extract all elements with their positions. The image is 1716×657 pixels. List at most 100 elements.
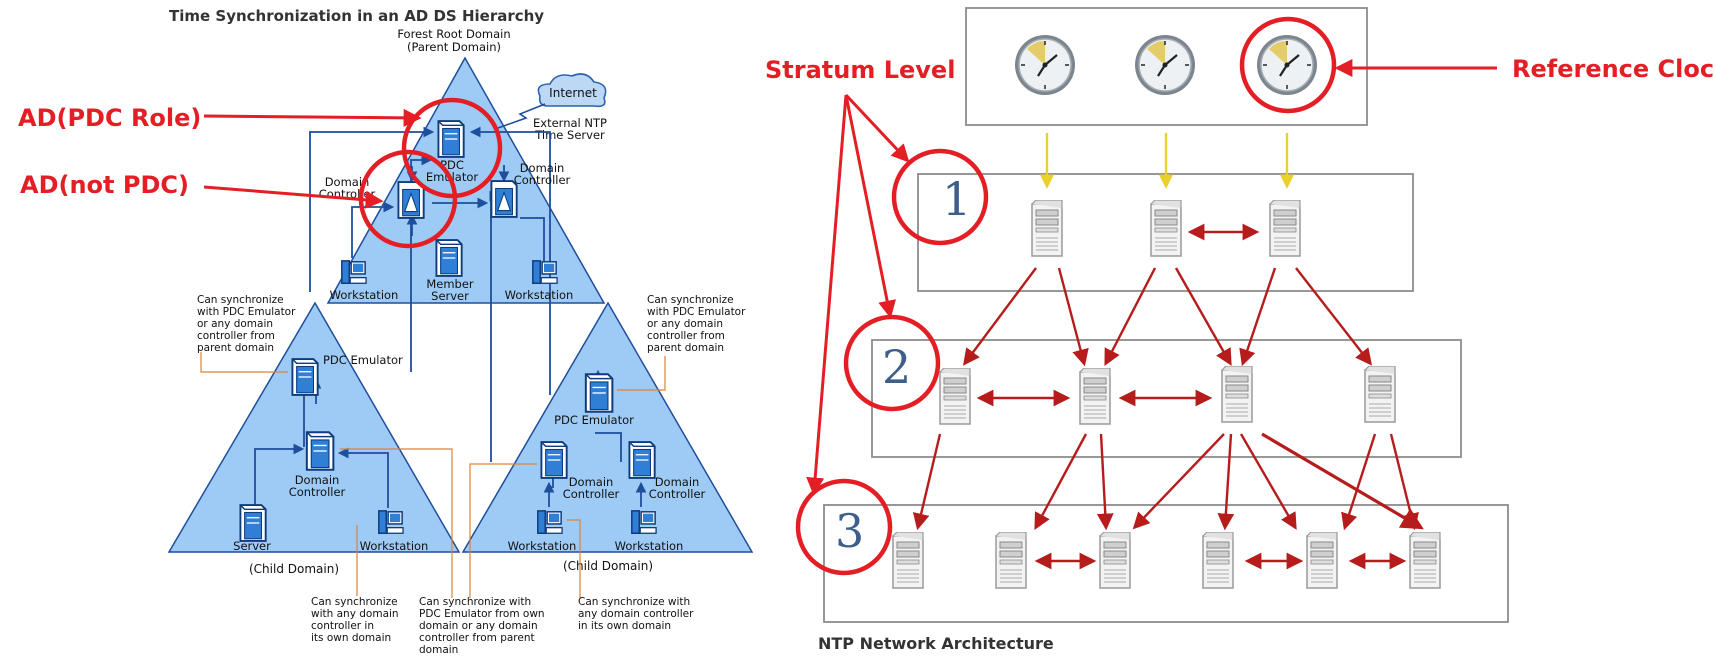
pdc-role-annotation: AD(PDC Role) (18, 104, 201, 132)
computer-icon (1099, 532, 1131, 589)
root-member-line2: Server (431, 289, 469, 303)
stratum-1-circle (891, 148, 989, 246)
right-ws-right-label: Workstation (615, 539, 684, 553)
note-line: or any domain (197, 318, 273, 330)
stratum-2-digit: 2 (882, 340, 911, 394)
note-line: domain (419, 644, 458, 656)
note-line: or any domain (647, 318, 723, 330)
stratum-1-digit: 1 (942, 172, 971, 226)
clock-icon (1133, 33, 1197, 97)
stratum-3-panel (823, 504, 1509, 623)
root-pdc-line2: Emulator (426, 170, 479, 184)
computer-icon (1306, 532, 1338, 589)
note-line: with PDC Emulator (647, 306, 746, 318)
stratum-3-circle (795, 478, 893, 576)
ntp-server-line2: Time Server (534, 128, 605, 142)
note-line: Can synchronize (647, 294, 734, 306)
left-ws-label: Workstation (360, 539, 429, 553)
note-line: Can synchronize (197, 294, 284, 306)
computer-icon (1269, 200, 1301, 257)
computer-icon (1221, 366, 1253, 423)
computer-icon (1079, 368, 1111, 425)
clock-icon (1255, 33, 1319, 97)
pdc-emulator-icon (584, 373, 614, 413)
note-bottom-middle: Can synchronize with PDC Emulator from o… (419, 596, 545, 656)
right-child-caption: (Child Domain) (563, 559, 653, 573)
left-dc-line1: Domain (295, 473, 340, 487)
note-bottom-left: Can synchronize with any domain controll… (311, 596, 399, 644)
left-dc-line2: Controller (289, 485, 346, 499)
domain-controller-icon (628, 441, 656, 479)
note-line: with any domain (311, 608, 399, 620)
clock-feed-arrows (1039, 133, 1295, 189)
root-ws-right-label: Workstation (505, 288, 574, 302)
right-dc-right-line2: Controller (649, 487, 706, 501)
computer-icon (1409, 532, 1441, 589)
computer-icon (1202, 532, 1234, 589)
domain-controller-icon (305, 431, 335, 471)
domain-controller-icon (540, 441, 568, 479)
root-ws-left-label: Workstation (330, 288, 399, 302)
internet-label: Internet (549, 86, 597, 100)
note-line: Can synchronize with (578, 596, 690, 608)
ntp-server-line1: External NTP (533, 116, 607, 130)
root-dc-right-line2: Controller (514, 173, 571, 187)
reference-clock-annotation: Reference Clock (1512, 55, 1716, 83)
ntp-sync-arrows (912, 223, 1424, 570)
note-line: in its own domain (578, 620, 671, 632)
note-line: Can synchronize (311, 596, 398, 608)
workstation-icon (537, 510, 563, 535)
note-line: controller from (647, 330, 725, 342)
not-pdc-annotation: AD(not PDC) (20, 171, 189, 199)
domain-triangles (167, 56, 754, 553)
ntp-caption: NTP Network Architecture (818, 634, 1054, 653)
domain-controller-icon (397, 181, 425, 219)
computer-icon (995, 532, 1027, 589)
right-dc-left-line2: Controller (563, 487, 620, 501)
reference-clock-circle (1239, 16, 1337, 114)
stratum-3-digit: 3 (835, 504, 864, 558)
workstation-icon (378, 510, 404, 535)
note-line: PDC Emulator from own (419, 608, 545, 620)
ad-title: Time Synchronization in an AD DS Hierarc… (169, 7, 544, 25)
note-left-pdc: Can synchronize with PDC Emulator or any… (197, 294, 296, 354)
right-dc-right-line1: Domain (655, 475, 700, 489)
note-bottom-right: Can synchronize with any domain controll… (578, 596, 694, 632)
workstation-icon (341, 260, 367, 285)
note-line: parent domain (647, 342, 724, 354)
clock-icon (1013, 33, 1077, 97)
forest-root-triangle (326, 56, 606, 304)
stratum-level-annotation: Stratum Level (765, 56, 955, 84)
internet-link (497, 103, 546, 129)
stratum-arrows (806, 93, 910, 496)
right-child-triangle (461, 301, 754, 553)
computer-icon (939, 368, 971, 425)
computer-icon (1364, 366, 1396, 423)
note-right-pdc: Can synchronize with PDC Emulator or any… (647, 294, 746, 354)
forest-root-line1: Forest Root Domain (397, 27, 510, 41)
pdc-role-arrow (203, 108, 422, 127)
forest-root-line2: (Parent Domain) (407, 40, 501, 54)
right-ws-left-label: Workstation (508, 539, 577, 553)
note-line: Can synchronize with (419, 596, 531, 608)
root-member-line1: Member (426, 277, 474, 291)
pdc-emulator-icon (291, 358, 319, 396)
right-pdc-label: PDC Emulator (554, 413, 634, 427)
pdc-emulator-icon (437, 120, 465, 158)
note-line: controller from (197, 330, 275, 342)
root-dc-right-line1: Domain (520, 161, 565, 175)
workstation-icon (631, 510, 657, 535)
left-server-label: Server (233, 539, 271, 553)
server-icon (239, 504, 267, 542)
computer-icon (892, 532, 924, 589)
note-line: with PDC Emulator (197, 306, 296, 318)
computer-icon (1031, 200, 1063, 257)
note-line: its own domain (311, 632, 391, 644)
server-icon (435, 239, 463, 277)
root-dc-left-line1: Domain (325, 175, 370, 189)
workstation-icon (532, 260, 558, 285)
note-line: controller from parent (419, 632, 535, 644)
left-child-triangle (167, 301, 461, 553)
note-line: parent domain (197, 342, 274, 354)
